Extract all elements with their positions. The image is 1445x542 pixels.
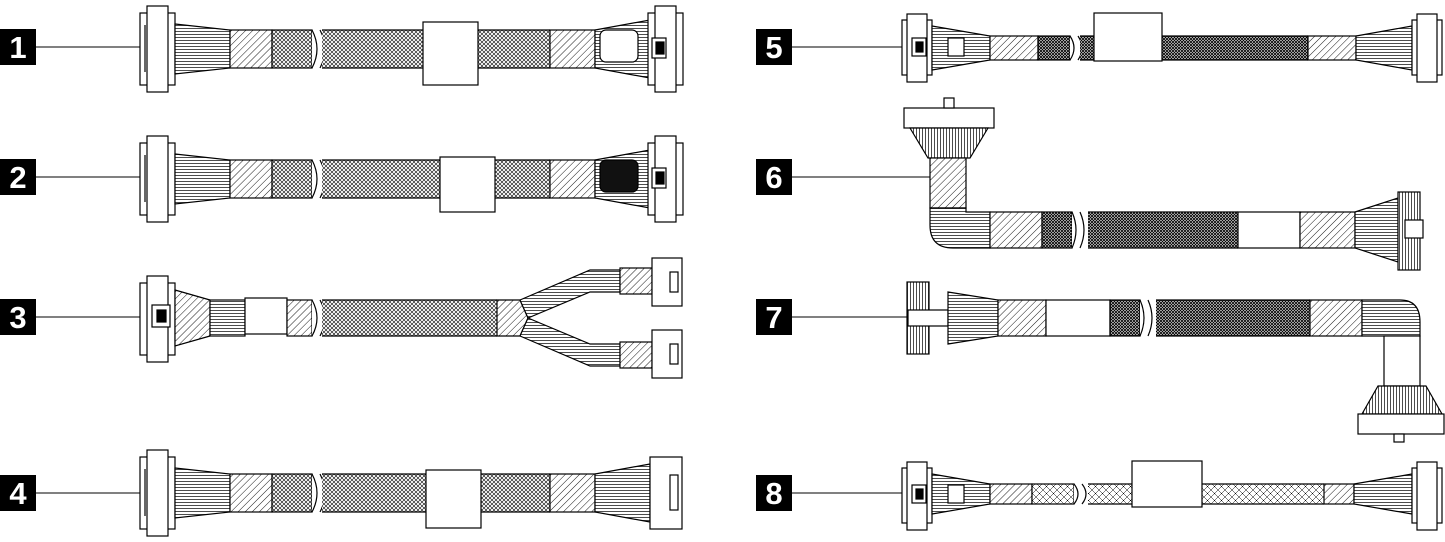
callout-1: 1 <box>0 29 36 65</box>
callout-1-label: 1 <box>9 29 27 65</box>
callout-8: 8 <box>756 475 792 511</box>
callout-3-label: 3 <box>9 299 27 335</box>
callout-4-label: 4 <box>9 475 27 511</box>
callout-8-label: 8 <box>765 475 783 511</box>
callout-2: 2 <box>0 159 36 195</box>
cable-4 <box>139 449 683 537</box>
callout-6-label: 6 <box>765 159 783 195</box>
cable-8 <box>901 460 1443 531</box>
cable-6 <box>903 97 1424 271</box>
callout-4: 4 <box>0 475 36 511</box>
callout-5: 5 <box>756 29 792 65</box>
callout-7: 7 <box>756 299 792 335</box>
callout-5-label: 5 <box>765 29 783 65</box>
cable-3 <box>139 257 683 379</box>
cable-2 <box>139 135 684 223</box>
cable-5 <box>901 12 1443 83</box>
callout-3: 3 <box>0 299 36 335</box>
callout-7-label: 7 <box>765 299 783 335</box>
cable-7 <box>906 281 1445 443</box>
callout-6: 6 <box>756 159 792 195</box>
callout-2-label: 2 <box>9 159 27 195</box>
cable-1 <box>139 5 684 93</box>
